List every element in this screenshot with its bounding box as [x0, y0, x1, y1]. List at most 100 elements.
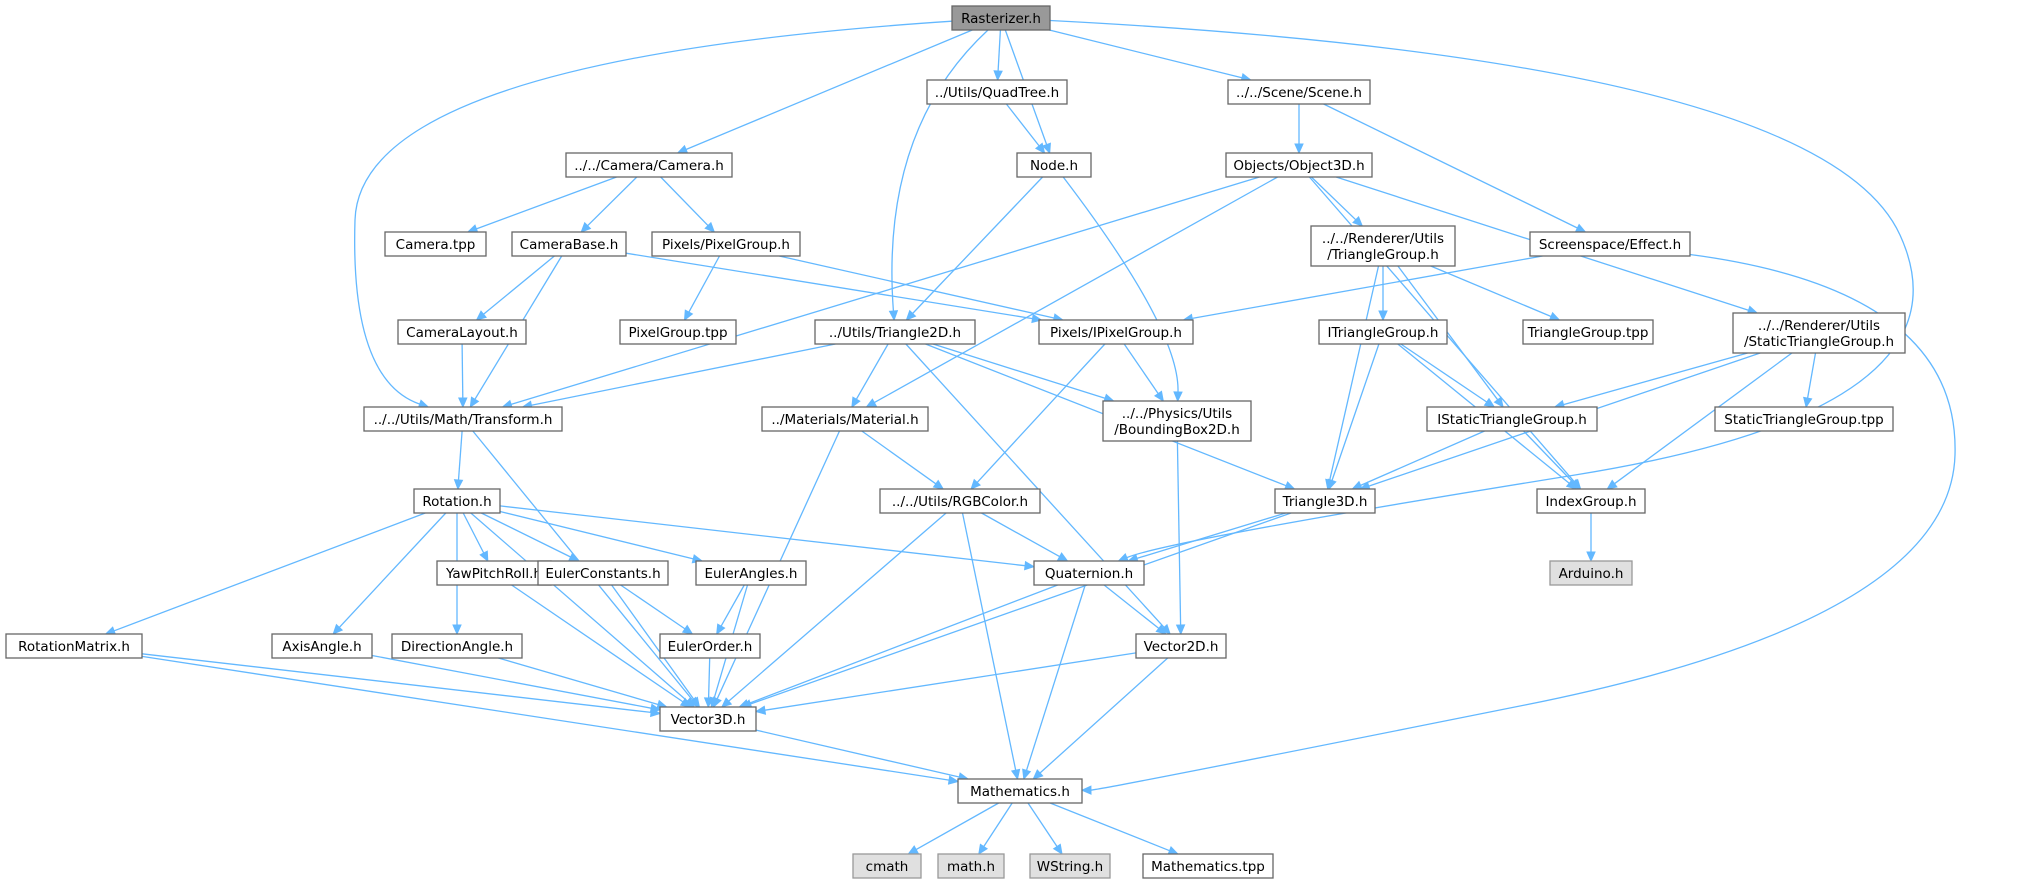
arrowhead-icon [1352, 216, 1364, 227]
node-eulerangles[interactable]: EulerAngles.h [695, 560, 807, 586]
node-label: Rotation.h [422, 494, 491, 510]
node-camera[interactable]: ../../Camera/Camera.h [565, 152, 733, 178]
edge-eulerconstants-to-vector3d [611, 584, 701, 709]
node-box [695, 560, 807, 586]
arrowhead-icon [907, 845, 919, 855]
edge-camera-to-pixelgroup [660, 176, 716, 233]
node-label: /TriangleGroup.h [1327, 247, 1439, 263]
node-label: TriangleGroup.tpp [1527, 325, 1649, 341]
node-eulerorder[interactable]: EulerOrder.h [659, 633, 761, 659]
node-pixelgrouptpp[interactable]: PixelGroup.tpp [619, 319, 737, 345]
node-rgbcolor[interactable]: ../../Utils/RGBColor.h [879, 488, 1041, 514]
node-label: ../Materials/Material.h [771, 412, 918, 428]
node-box [1038, 319, 1194, 345]
arrowhead-icon [1024, 560, 1036, 571]
node-effect[interactable]: Screenspace/Effect.h [1529, 231, 1691, 257]
arrowhead-icon [580, 221, 592, 233]
node-trianglegroup[interactable]: ../../Renderer/Utils/TriangleGroup.h [1310, 225, 1456, 267]
node-trianglegrouptpp[interactable]: TriangleGroup.tpp [1522, 319, 1654, 345]
node-box [5, 633, 143, 659]
arrowhead-icon [1052, 843, 1063, 856]
node-vector3d[interactable]: Vector3D.h [659, 706, 757, 732]
node-scene[interactable]: ../../Scene/Scene.h [1227, 79, 1371, 105]
node-boundingbox[interactable]: ../../Physics/Utils/BoundingBox2D.h [1102, 400, 1252, 442]
node-label: /StaticTriangleGroup.h [1744, 334, 1894, 350]
node-label: YawPitchRoll.h [445, 566, 542, 582]
edge-object3d-to-trianglegroup [1310, 176, 1364, 227]
edge-rotation-to-yawpitchroll [462, 512, 489, 563]
node-rasterizer[interactable]: Rasterizer.h [951, 5, 1051, 31]
node-pixelgroup[interactable]: Pixels/PixelGroup.h [651, 231, 801, 257]
arrowhead-icon [689, 696, 701, 709]
node-axisangle[interactable]: AxisAngle.h [271, 633, 373, 659]
arrowhead-icon [475, 310, 487, 321]
node-cmath[interactable]: cmath [852, 853, 922, 879]
node-box [659, 706, 757, 732]
edge-istatictrianglegroup-to-indexgroup [1523, 430, 1581, 490]
node-label: ../../Utils/RGBColor.h [892, 494, 1028, 510]
node-directionangle[interactable]: DirectionAngle.h [391, 633, 523, 659]
arrowhead-icon [993, 70, 1003, 82]
arrowhead-icon [1378, 310, 1388, 322]
node-box [1227, 79, 1371, 105]
node-transform[interactable]: ../../Utils/Math/Transform.h [363, 406, 563, 432]
node-itrianglegroup[interactable]: ITriangleGroup.h [1318, 319, 1448, 345]
node-vector2d[interactable]: Vector2D.h [1135, 633, 1227, 659]
node-triangle2d[interactable]: ../Utils/Triangle2D.h [814, 319, 976, 345]
node-box [957, 778, 1083, 804]
edge-node-to-boundingbox [1062, 176, 1183, 403]
node-quaternion[interactable]: Quaternion.h [1033, 560, 1145, 586]
node-quadtree[interactable]: ../Utils/QuadTree.h [926, 79, 1068, 105]
edge-indexgroup-to-arduino [1586, 513, 1596, 563]
edge-trianglegroup-to-trianglegrouptpp [1430, 265, 1561, 321]
node-node[interactable]: Node.h [1016, 152, 1092, 178]
edge-trianglegroup-to-istatictrianglegroup [1397, 265, 1504, 408]
node-statictrianglegrouptpp[interactable]: StaticTriangleGroup.tpp [1714, 406, 1894, 432]
node-object3d[interactable]: Objects/Object3D.h [1225, 152, 1373, 178]
edge-rotationmatrix-to-vector3d [141, 653, 662, 718]
node-box [937, 853, 1005, 879]
node-cameralayout[interactable]: CameraLayout.h [397, 319, 527, 345]
node-indexgroup[interactable]: IndexGroup.h [1536, 488, 1646, 514]
edge-ipixelgroup-to-boundingbox [1123, 343, 1164, 403]
node-box [511, 231, 627, 257]
node-label: EulerAngles.h [705, 566, 798, 582]
arrowhead-icon [1327, 478, 1337, 491]
node-ipixelgroup[interactable]: Pixels/IPixelGroup.h [1038, 319, 1194, 345]
node-triangle3d[interactable]: Triangle3D.h [1274, 488, 1376, 514]
node-camerabase[interactable]: CameraBase.h [511, 231, 627, 257]
arrowhead-icon [1032, 769, 1044, 780]
node-box [651, 231, 801, 257]
node-eulerconstants[interactable]: EulerConstants.h [537, 560, 669, 586]
dependency-nodes: Rasterizer.h ../../Camera/Camera.h ../Util… [5, 5, 1906, 879]
edge-pixelgroup-to-pixelgrouptpp [683, 255, 721, 322]
arrowhead-icon [1155, 624, 1167, 635]
edge-vector2d-to-vector3d [754, 652, 1137, 715]
node-box [1274, 488, 1376, 514]
edge-cameralayout-to-transform [458, 343, 468, 409]
node-label: ../../Utils/Math/Transform.h [374, 412, 553, 428]
arrowhead-icon [1548, 311, 1561, 321]
node-mathh[interactable]: math.h [937, 853, 1005, 879]
arrowhead-icon [1022, 768, 1032, 781]
node-mathematics[interactable]: Mathematics.h [957, 778, 1083, 804]
node-statictrianglegroup[interactable]: ../../Renderer/Utils/StaticTriangleGroup… [1732, 312, 1906, 354]
node-cameratpp[interactable]: Camera.tpp [384, 231, 487, 257]
edge-eulerconstants-to-eulerorder [620, 584, 694, 635]
node-yawpitchroll[interactable]: YawPitchRoll.h [436, 560, 552, 586]
node-rotationmatrix[interactable]: RotationMatrix.h [5, 633, 143, 659]
node-material[interactable]: ../Materials/Material.h [761, 406, 929, 432]
node-box [1318, 319, 1448, 345]
node-label: math.h [947, 859, 995, 875]
node-mathtpp[interactable]: Mathematics.tpp [1142, 853, 1274, 879]
node-label: Camera.tpp [396, 237, 476, 253]
node-label: Vector2D.h [1144, 639, 1219, 655]
node-arduino[interactable]: Arduino.h [1549, 560, 1633, 586]
edge-itrianglegroup-to-istatictrianglegroup [1400, 343, 1496, 408]
node-rotation[interactable]: Rotation.h [413, 488, 501, 514]
node-label: DirectionAngle.h [401, 639, 513, 655]
node-wstring[interactable]: WString.h [1029, 853, 1111, 879]
node-istatictrianglegroup[interactable]: IStaticTriangleGroup.h [1426, 406, 1598, 432]
arrowhead-icon [888, 310, 899, 322]
arrowhead-icon [865, 398, 878, 408]
